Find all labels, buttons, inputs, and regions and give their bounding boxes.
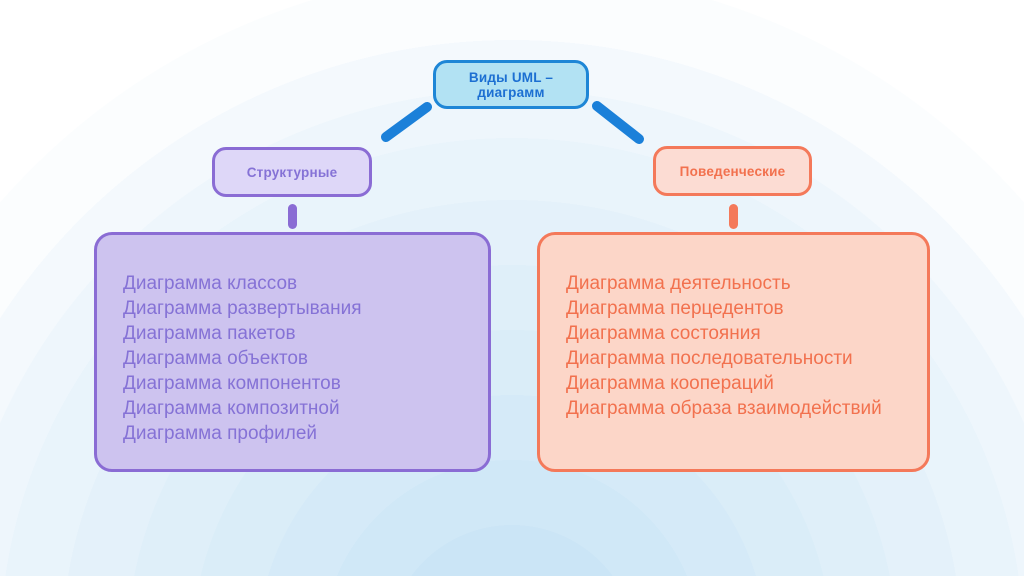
structural-connector-stub xyxy=(288,204,297,229)
diagram-list-item: Диаграмма деятельность xyxy=(566,273,791,294)
diagram-list-item: Диаграмма перцедентов xyxy=(566,298,784,319)
diagram-list-item: Диаграмма развертывания xyxy=(123,298,362,319)
diagram-list-item: Диаграмма классов xyxy=(123,273,298,294)
behavioral-connector-stub xyxy=(729,204,738,229)
behavioral-branch-label: Поведенческие xyxy=(679,163,786,179)
structural-branch-node: Структурные xyxy=(212,147,372,197)
diagram-list-item: Диаграмма профилей xyxy=(123,423,318,444)
diagram-list-item: Диаграмма последовательности xyxy=(566,348,853,369)
root-node: Виды UML – диаграмм xyxy=(433,60,589,109)
structural-branch-label: Структурные xyxy=(246,164,338,180)
diagram-list-item: Диаграмма коопераций xyxy=(566,373,774,394)
behavioral-branch-node: Поведенческие xyxy=(653,146,812,196)
diagram-list-item: Диаграмма объектов xyxy=(123,348,309,369)
diagram-list-item: Диаграмма пакетов xyxy=(123,323,296,344)
root-node-label: Виды UML – диаграмм xyxy=(468,69,554,100)
diagram-list-item: Диаграмма образа взаимодействий xyxy=(566,398,882,419)
diagram-list-item: Диаграмма композитной xyxy=(123,398,340,419)
diagram-list-item: Диаграмма компонентов xyxy=(123,373,341,394)
diagram-list-item: Диаграмма состояния xyxy=(566,323,761,344)
